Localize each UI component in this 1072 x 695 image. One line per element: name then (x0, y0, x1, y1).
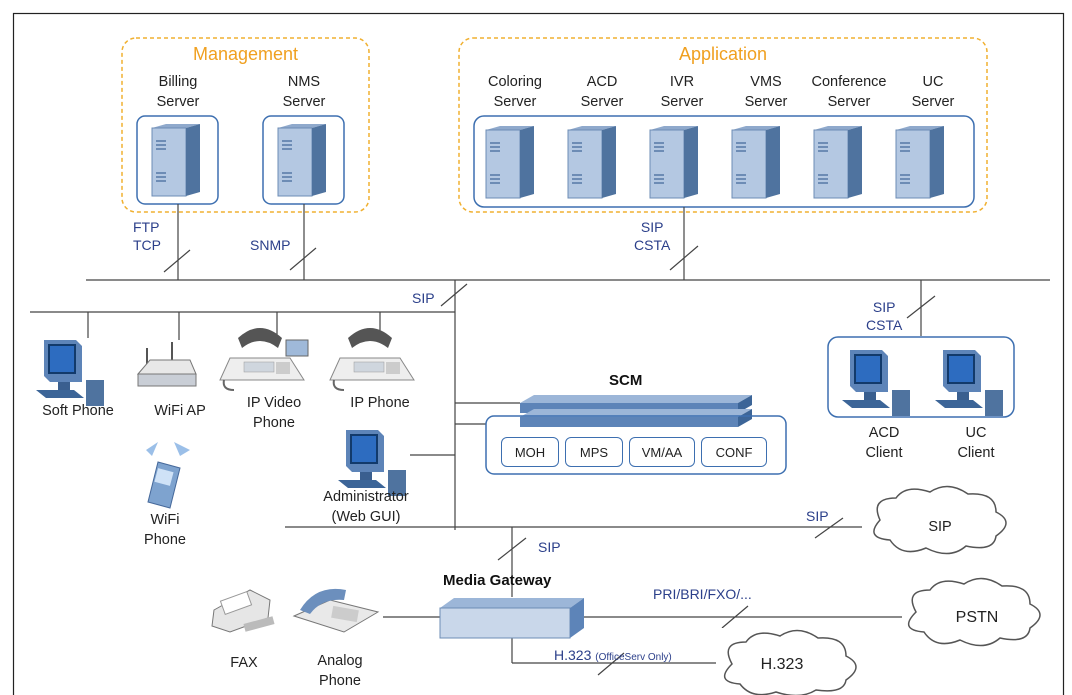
h323-link-label: H.323 (OfficeServ Only) (554, 647, 672, 663)
nms-server-icon (277, 123, 327, 197)
moh-module: MOH (501, 437, 559, 467)
coloring-server-icon (485, 125, 535, 199)
vms-server-icon (731, 125, 781, 199)
h323-cloud-label: H.323 (760, 656, 804, 673)
pstn-cloud-label: PSTN (955, 609, 999, 626)
ip-video-phone-label: IP Video Phone (246, 395, 302, 431)
sip-csta-client-label: SIP CSTA (866, 299, 903, 333)
scm-module-box (485, 415, 787, 475)
application-group-box (458, 37, 988, 213)
wifi-phone-icon (146, 442, 190, 509)
fax-icon (211, 589, 275, 633)
scm-rack-lower (520, 409, 752, 427)
billing-server-label: Billing Server (156, 74, 200, 110)
coloring-server-label: Coloring Server (488, 74, 542, 110)
soft-phone-label: Soft Phone (42, 403, 114, 419)
network-lines (30, 204, 1050, 676)
pri-bri-fxo-label: PRI/BRI/FXO/... (653, 586, 752, 602)
ip-video-phone-icon (219, 327, 305, 391)
conf-module: CONF (701, 437, 767, 467)
pstn-cloud-icon (902, 577, 1058, 648)
outer-frame (12, 12, 1065, 695)
uc-server-icon (895, 125, 945, 199)
acd-client-label: ACD Client (865, 425, 903, 461)
sip-csta-app-label: SIP CSTA (634, 219, 671, 253)
conference-server-label: Conference Server (811, 74, 887, 110)
acd-server-label: ACD Server (580, 74, 624, 110)
video-screen-icon (285, 339, 309, 357)
vm-aa-module: VM/AA (629, 437, 695, 467)
conference-server-icon (813, 125, 863, 199)
ip-phone-label: IP Phone (350, 395, 410, 411)
nms-server-label: NMS Server (282, 74, 326, 110)
media-gateway-title: Media Gateway (443, 572, 552, 589)
ivr-server-label: IVR Server (660, 74, 704, 110)
media-gateway-icon (439, 598, 584, 639)
h323-cloud-icon (716, 628, 880, 695)
acd-client-icon (842, 350, 910, 416)
sip-cloud-label: SIP (928, 519, 952, 535)
snmp-label: SNMP (250, 237, 291, 253)
mps-module: MPS (565, 437, 623, 467)
acd-server-icon (567, 125, 617, 199)
management-title: Management (192, 44, 299, 64)
analog-phone-icon (292, 588, 380, 633)
sip-gateway-label: SIP (538, 539, 561, 555)
client-box (827, 336, 1015, 418)
sip-trunk-label: SIP (806, 508, 829, 524)
application-servers-box (473, 115, 975, 208)
uc-client-label: UC Client (957, 425, 995, 461)
sip-lan-label: SIP (412, 290, 435, 306)
ip-phone-icon (329, 327, 415, 391)
analog-phone-label: Analog Phone (317, 653, 363, 689)
wifi-ap-icon (136, 342, 197, 387)
sip-cloud-icon (862, 485, 1028, 555)
management-group-box (121, 37, 370, 213)
uc-server-label: UC Server (911, 74, 955, 110)
wifi-phone-label: WiFi Phone (144, 512, 186, 548)
administrator-label: Administrator (Web GUI) (323, 489, 409, 525)
billing-server-icon (151, 123, 201, 197)
wifi-ap-label: WiFi AP (154, 403, 206, 419)
ftp-tcp-label: FTP TCP (133, 219, 161, 253)
soft-phone-icon (36, 340, 104, 406)
uc-client-icon (935, 350, 1003, 416)
ivr-server-icon (649, 125, 699, 199)
application-title: Application (678, 44, 768, 64)
scm-title: SCM (609, 372, 643, 389)
fax-label: FAX (230, 655, 258, 671)
vms-server-label: VMS Server (744, 74, 788, 110)
